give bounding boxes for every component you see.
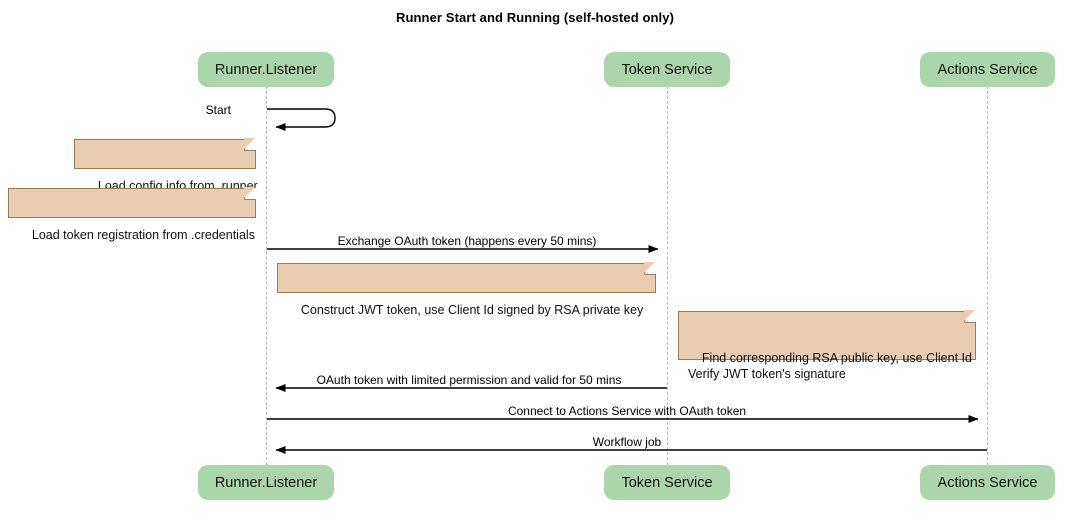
note-fold-corner-icon <box>644 262 656 275</box>
note-load-token-registration: Load token registration from .credential… <box>8 187 256 242</box>
participant-label: Runner.Listener <box>214 474 318 491</box>
message-label-text: Connect to Actions Service with OAuth to… <box>507 404 747 418</box>
participant-footer-token[interactable]: Token Service <box>604 465 730 500</box>
note-text: Construct JWT token, use Client Id signe… <box>300 303 644 317</box>
message-label-text: OAuth token with limited permission and … <box>316 373 622 387</box>
message-label-text: Start <box>205 103 231 117</box>
note-load-config-info: Load config info from .runner <box>74 138 258 193</box>
message-label-oauth-token-response: OAuth token with limited permission and … <box>317 373 622 387</box>
lifeline-token <box>667 86 668 465</box>
message-label-text: Workflow job <box>592 435 662 449</box>
participant-label: Token Service <box>621 474 713 491</box>
note-construct-jwt-token: Construct JWT token, use Client Id signe… <box>277 262 656 317</box>
message-label-connect-to-actions-service: Connect to Actions Service with OAuth to… <box>508 404 746 418</box>
participant-header-token[interactable]: Token Service <box>604 52 730 87</box>
participant-label: Actions Service <box>937 474 1038 491</box>
participant-label: Actions Service <box>937 61 1038 78</box>
message-arrow-start <box>267 108 336 131</box>
lifeline-actions <box>987 86 988 465</box>
participant-header-actions[interactable]: Actions Service <box>920 52 1055 87</box>
page-title: Runner Start and Running (self-hosted on… <box>395 10 675 25</box>
message-label-exchange-oauth-token: Exchange OAuth token (happens every 50 m… <box>338 234 597 248</box>
participant-footer-runner[interactable]: Runner.Listener <box>198 465 334 500</box>
message-label-start: Start <box>206 103 231 117</box>
note-text: Load token registration from .credential… <box>31 228 255 242</box>
participant-header-runner[interactable]: Runner.Listener <box>198 52 334 87</box>
lifeline-runner <box>266 86 267 465</box>
note-fold-corner-icon <box>244 138 256 151</box>
message-label-text: Exchange OAuth token (happens every 50 m… <box>337 234 597 248</box>
participant-label: Token Service <box>621 61 713 78</box>
message-label-workflow-job: Workflow job <box>593 435 661 449</box>
participant-footer-actions[interactable]: Actions Service <box>920 465 1055 500</box>
note-find-rsa-public-key: Find corresponding RSA public key, use C… <box>678 310 976 381</box>
note-fold-corner-icon <box>964 310 976 323</box>
note-fold-corner-icon <box>244 187 256 200</box>
note-text: Find corresponding RSA public key, use C… <box>688 351 972 381</box>
participant-label: Runner.Listener <box>214 61 318 78</box>
